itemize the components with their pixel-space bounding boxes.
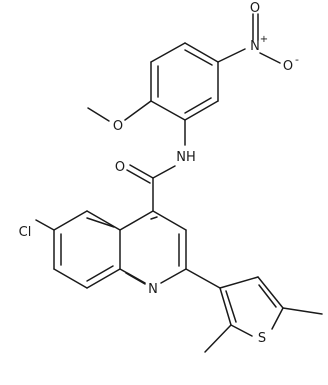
nitro-n-label: N	[250, 39, 260, 54]
amide-linkage	[126, 119, 186, 212]
methoxy-group	[87, 100, 152, 122]
nitro-plus-charge: +	[260, 34, 268, 45]
amide-nh-label: NH	[176, 150, 196, 165]
nitro-o-right-label: O	[283, 59, 293, 74]
quinoline-n-label: N	[148, 282, 158, 297]
quinoline-pyridine-ring	[119, 210, 187, 285]
thiophene-s-label: S	[258, 331, 266, 346]
nitro-group	[217, 13, 281, 64]
nitro-o-top-label: O	[250, 1, 260, 16]
nitrophenyl-ring	[150, 42, 219, 121]
chloro-label: Cl	[19, 225, 32, 240]
quinoline-benzo-ring	[53, 210, 121, 289]
carbonyl-o-label: O	[115, 160, 125, 175]
methoxy-o-label: O	[113, 119, 123, 134]
dimethylthiophene-ring	[185, 268, 323, 353]
nitro-minus-charge: -	[295, 53, 299, 66]
chloro-bond	[35, 219, 55, 231]
